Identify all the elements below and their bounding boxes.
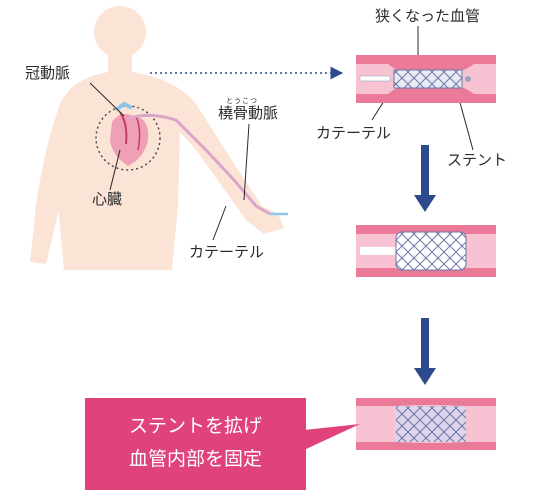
vessel-fixed (356, 398, 496, 450)
heart-label: 心臓 (92, 190, 123, 208)
catheter-path (129, 113, 271, 216)
callout-tail (304, 424, 360, 450)
vessel-narrowed (356, 55, 496, 103)
leader-lines (89, 26, 474, 241)
callout-box: ステントを拡げ 血管内部を固定 (85, 398, 306, 490)
radial-artery-label: 橈骨動脈 (218, 104, 279, 122)
radial-artery-ruby: とうこつ (226, 97, 258, 105)
catheter-body-label: カテーテル (189, 243, 265, 261)
vessel-expanding (356, 225, 496, 277)
process-arrows (414, 145, 436, 385)
coronary-artery-label: 冠動脈 (25, 64, 71, 82)
body-silhouette (30, 6, 284, 270)
stent-label: ステント (447, 151, 508, 169)
callout-line-2: 血管内部を固定 (128, 448, 262, 470)
callout-line-1: ステントを拡げ (128, 415, 262, 437)
catheter-vessel-label: カテーテル (316, 124, 392, 142)
narrowed-vessel-label: 狭くなった血管 (375, 7, 481, 25)
